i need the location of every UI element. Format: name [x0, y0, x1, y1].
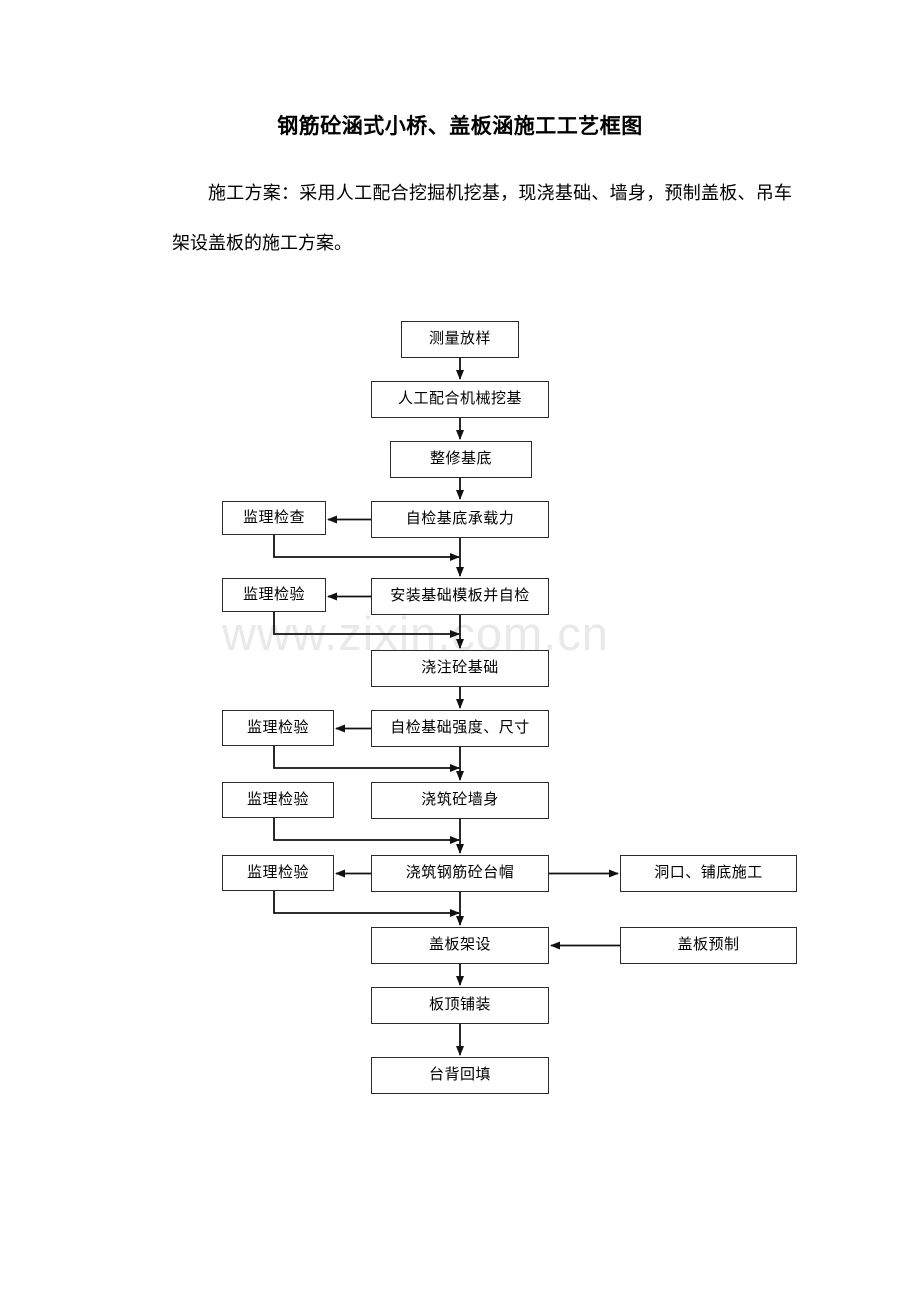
- flow-node-label: 盖板架设: [428, 937, 491, 953]
- flow-node-label: 浇筑钢筋砼台帽: [405, 865, 515, 881]
- flow-node-main-n3: 整修基底: [390, 441, 532, 478]
- flow-node-side-s5: 监理检验: [222, 855, 334, 891]
- flow-node-label: 整修基底: [429, 451, 492, 467]
- flow-node-label: 自检基底承载力: [405, 511, 515, 527]
- flow-node-main-n8: 浇筑砼墙身: [371, 782, 549, 819]
- flow-node-label: 板顶铺装: [428, 997, 491, 1013]
- flow-node-side-s1: 监理检查: [222, 501, 326, 535]
- flow-node-main-n5: 安装基础模板并自检: [371, 578, 549, 615]
- flow-node-label: 人工配合机械挖基: [397, 391, 522, 407]
- flow-edge-s3-to-n8: [273, 746, 460, 772]
- flow-edge-s2-to-n6: [273, 612, 460, 638]
- flow-node-label: 浇筑砼墙身: [421, 792, 499, 808]
- flow-node-label: 监理检验: [246, 864, 309, 881]
- flow-node-main-n9: 浇筑钢筋砼台帽: [371, 855, 549, 892]
- flow-node-main-n10: 盖板架设: [371, 927, 549, 964]
- flow-node-label: 监理检查: [242, 509, 305, 526]
- flow-node-label: 浇注砼基础: [421, 660, 499, 676]
- flow-node-side-s3: 监理检验: [222, 710, 334, 746]
- intro-paragraph: 施工方案：采用人工配合挖掘机挖基，现浇基础、墙身，预制盖板、吊车架设盖板的施工方…: [172, 183, 792, 253]
- flow-node-label: 监理检验: [246, 791, 309, 808]
- flow-node-main-n2: 人工配合机械挖基: [371, 381, 549, 418]
- flow-node-side-s4: 监理检验: [222, 782, 334, 818]
- flow-edge-s4-to-n9: [273, 818, 460, 844]
- flow-edge-s5-to-n10: [273, 891, 460, 917]
- flow-node-right-r1: 洞口、铺底施工: [620, 855, 797, 892]
- page-title: 钢筋砼涵式小桥、盖板涵施工工艺框图: [277, 115, 643, 138]
- flow-node-main-n7: 自检基础强度、尺寸: [371, 710, 549, 747]
- flow-node-main-n1: 测量放样: [401, 321, 519, 358]
- flow-node-side-s2: 监理检验: [222, 578, 326, 612]
- flow-node-label: 安装基础模板并自检: [390, 588, 530, 604]
- flow-node-main-n12: 台背回填: [371, 1057, 549, 1094]
- flow-node-label: 自检基础强度、尺寸: [390, 720, 530, 736]
- flow-node-right-r2: 盖板预制: [620, 927, 797, 964]
- flow-node-label: 盖板预制: [677, 937, 740, 953]
- flow-edge-s1-to-n5: [273, 535, 460, 561]
- flow-node-label: 监理检验: [246, 719, 309, 736]
- flow-node-label: 监理检验: [242, 586, 305, 603]
- flow-node-main-n11: 板顶铺装: [371, 987, 549, 1024]
- flow-node-label: 测量放样: [428, 331, 491, 347]
- flow-node-main-n6: 浇注砼基础: [371, 650, 549, 687]
- flow-node-label: 台背回填: [428, 1067, 491, 1083]
- flow-node-label: 洞口、铺底施工: [654, 865, 763, 881]
- flow-node-main-n4: 自检基底承载力: [371, 501, 549, 538]
